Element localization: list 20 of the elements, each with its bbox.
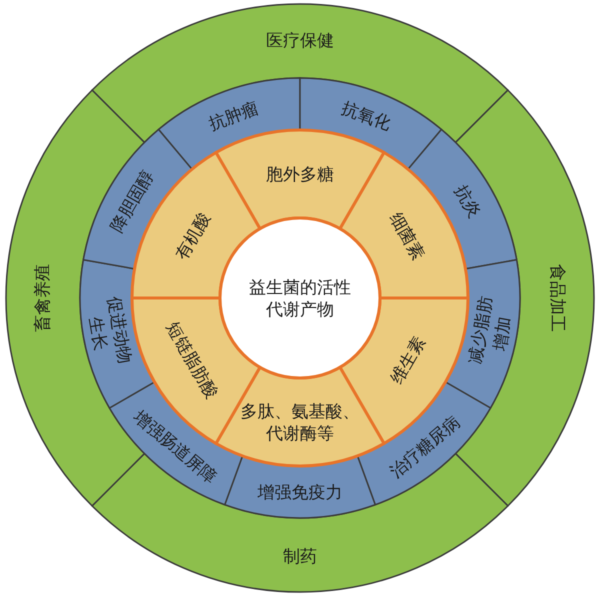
segment-label: 抗氧化 [338,98,394,135]
segment-label: 胞外多糖 [266,164,334,185]
segment-label: 增强肠道屏障 [129,406,220,488]
segment-label: 减少脂肪增加 [465,294,516,366]
segment-label: 多肽、氨基酸、代谢酶等 [240,402,360,444]
segment-label: 促进动物生长 [84,294,135,366]
segment-label: 短链脂肪酸 [162,318,222,402]
segment-label: 有机酸 [172,209,215,264]
segment-label: 抗肿瘤 [206,98,262,135]
center-label: 益生菌的活性代谢产物 [249,278,351,320]
segment-label: 降胆固醇 [107,167,158,236]
segment-label: 治疗糖尿病 [386,412,464,482]
segment-label: 食品加工 [547,264,568,332]
segment-label: 医疗保健 [266,30,334,51]
segment-label: 维生素 [386,333,430,388]
segment-label: 畜禽养殖 [32,264,53,332]
segment-label: 细菌素 [385,209,428,264]
segment-label: 增强免疫力 [258,482,342,503]
segment-label: 制药 [283,546,317,567]
segment-label: 抗炎 [450,182,484,222]
